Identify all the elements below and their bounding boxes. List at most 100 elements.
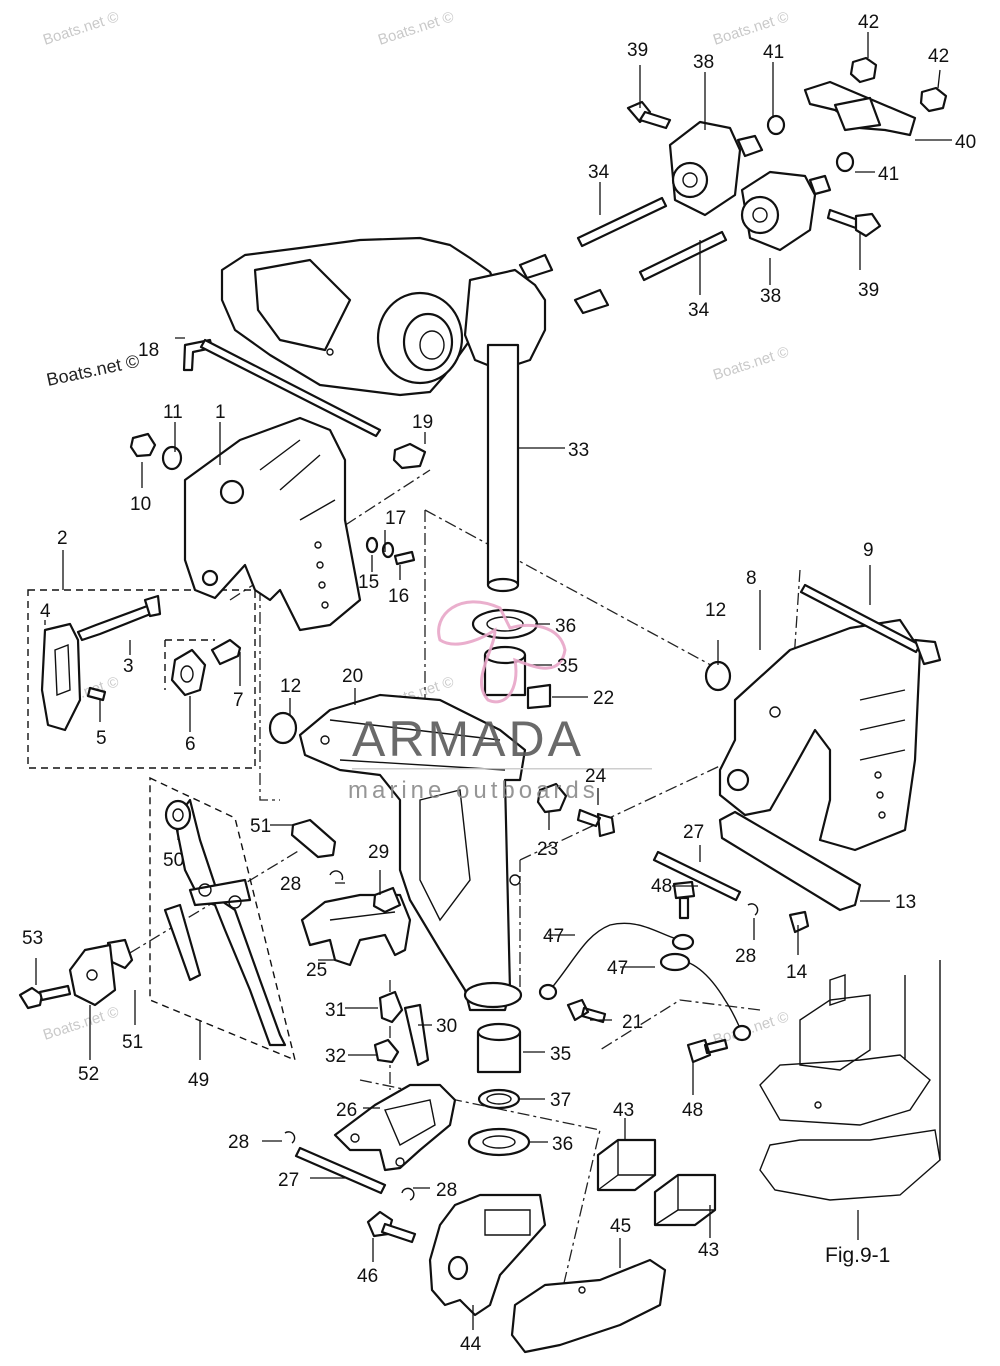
callout-13: 13 xyxy=(895,892,916,913)
watermark: Boats.net © xyxy=(45,351,141,390)
ground-wire-47-a xyxy=(538,922,695,1001)
callout-28: 28 xyxy=(735,946,756,967)
callout-24: 24 xyxy=(585,766,607,787)
callout-38: 38 xyxy=(760,286,781,307)
bolt-53 xyxy=(18,984,72,1010)
bolt-48-lower xyxy=(686,1038,729,1064)
assembly-guide-line xyxy=(599,999,761,1051)
clip-28-a xyxy=(329,870,344,881)
shaft-27-lower xyxy=(294,1146,387,1195)
callout-42: 42 xyxy=(928,46,949,67)
callout-35: 35 xyxy=(550,1044,571,1065)
callout-27: 27 xyxy=(278,1170,299,1191)
clip-28-c xyxy=(284,1131,296,1144)
rubber-block-43-b xyxy=(653,1173,717,1227)
hook-31 xyxy=(378,990,404,1024)
shaft-27-upper xyxy=(652,850,742,902)
swivel-bracket-20 xyxy=(298,693,527,1012)
callout-45: 45 xyxy=(610,1216,631,1237)
screw-14 xyxy=(788,910,810,934)
callout-12: 12 xyxy=(280,676,301,697)
callout-28: 28 xyxy=(436,1180,457,1201)
callout-26: 26 xyxy=(336,1100,357,1121)
callout-46: 46 xyxy=(357,1266,378,1287)
washer-11 xyxy=(161,445,183,471)
callout-2: 2 xyxy=(57,528,68,549)
callout-47: 47 xyxy=(543,926,564,947)
guard-45 xyxy=(510,1258,667,1354)
callout-1: 1 xyxy=(215,402,226,423)
callout-50: 50 xyxy=(163,850,184,871)
callout-49: 49 xyxy=(188,1070,209,1091)
callout-53: 53 xyxy=(22,928,43,949)
tilt-lock-25 xyxy=(300,893,412,967)
bolt-48-upper xyxy=(672,880,696,920)
washer-36-lower xyxy=(467,1127,531,1157)
lock-plate-51-upper xyxy=(290,818,337,859)
callout-44: 44 xyxy=(460,1334,482,1355)
callout-labels: 39 38 41 42 42 40 41 34 39 38 34 18 11 1… xyxy=(22,12,976,1355)
screw-16 xyxy=(393,550,416,566)
thrust-bracket-44 xyxy=(428,1193,547,1317)
stern-bracket-8 xyxy=(718,618,922,852)
callout-18: 18 xyxy=(138,340,159,361)
callout-36: 36 xyxy=(555,616,576,637)
callout-22: 22 xyxy=(593,688,614,709)
callout-21: 21 xyxy=(622,1012,643,1033)
callout-48: 48 xyxy=(651,876,672,897)
callout-12: 12 xyxy=(705,600,726,621)
callout-35: 35 xyxy=(557,656,578,677)
callout-29: 29 xyxy=(368,842,389,863)
callout-10: 10 xyxy=(130,494,151,515)
callout-16: 16 xyxy=(388,586,409,607)
watermark: Boats.net © xyxy=(711,343,791,383)
callout-20: 20 xyxy=(342,666,363,687)
mount-bracket-40 xyxy=(803,80,917,137)
bushing-22 xyxy=(526,683,552,710)
callout-51: 51 xyxy=(122,1032,143,1053)
clamp-pad-4 xyxy=(40,622,82,732)
spring-23 xyxy=(536,782,568,814)
callout-43: 43 xyxy=(698,1240,719,1261)
callout-28: 28 xyxy=(228,1132,249,1153)
callout-48: 48 xyxy=(682,1100,703,1121)
clip-28-d xyxy=(401,1187,415,1201)
callout-23: 23 xyxy=(537,839,558,860)
plate-13 xyxy=(718,810,862,912)
nut-42-a xyxy=(849,56,878,84)
washer-12-left xyxy=(268,711,298,745)
callout-40: 40 xyxy=(955,132,976,153)
rubber-mount-38-lower xyxy=(740,170,832,252)
callout-39: 39 xyxy=(858,280,879,301)
bolt-39-b xyxy=(826,208,882,238)
callout-11: 11 xyxy=(163,402,183,423)
callout-6: 6 xyxy=(185,734,196,755)
callout-32: 32 xyxy=(325,1046,346,1067)
bushing-35-upper xyxy=(483,645,527,697)
callout-28: 28 xyxy=(280,874,301,895)
clamp-screw-3 xyxy=(76,594,162,642)
stud-34-b xyxy=(638,230,728,282)
washer-12-right xyxy=(704,660,732,692)
bolt-39-a xyxy=(626,100,672,130)
hook-32 xyxy=(373,1038,400,1064)
figure-caption: Fig.9-1 xyxy=(825,1244,890,1267)
brand-name: ARMADA xyxy=(352,711,584,767)
callout-37: 37 xyxy=(550,1090,571,1111)
callout-7: 7 xyxy=(233,690,244,711)
inset-figure-9-1 xyxy=(759,960,941,1201)
bolt-21 xyxy=(566,998,607,1024)
bolt-9 xyxy=(799,583,942,666)
callout-34: 34 xyxy=(688,300,710,321)
link-30 xyxy=(403,1003,430,1067)
stern-bracket-1 xyxy=(183,416,362,632)
bracket-52 xyxy=(68,943,117,1007)
pin-5 xyxy=(86,686,107,702)
callout-41: 41 xyxy=(878,164,899,185)
steering-shaft-33 xyxy=(486,343,520,593)
callout-31: 31 xyxy=(325,1000,346,1021)
callout-3: 3 xyxy=(123,656,134,677)
callout-33: 33 xyxy=(568,440,589,461)
washer-50 xyxy=(164,799,192,831)
